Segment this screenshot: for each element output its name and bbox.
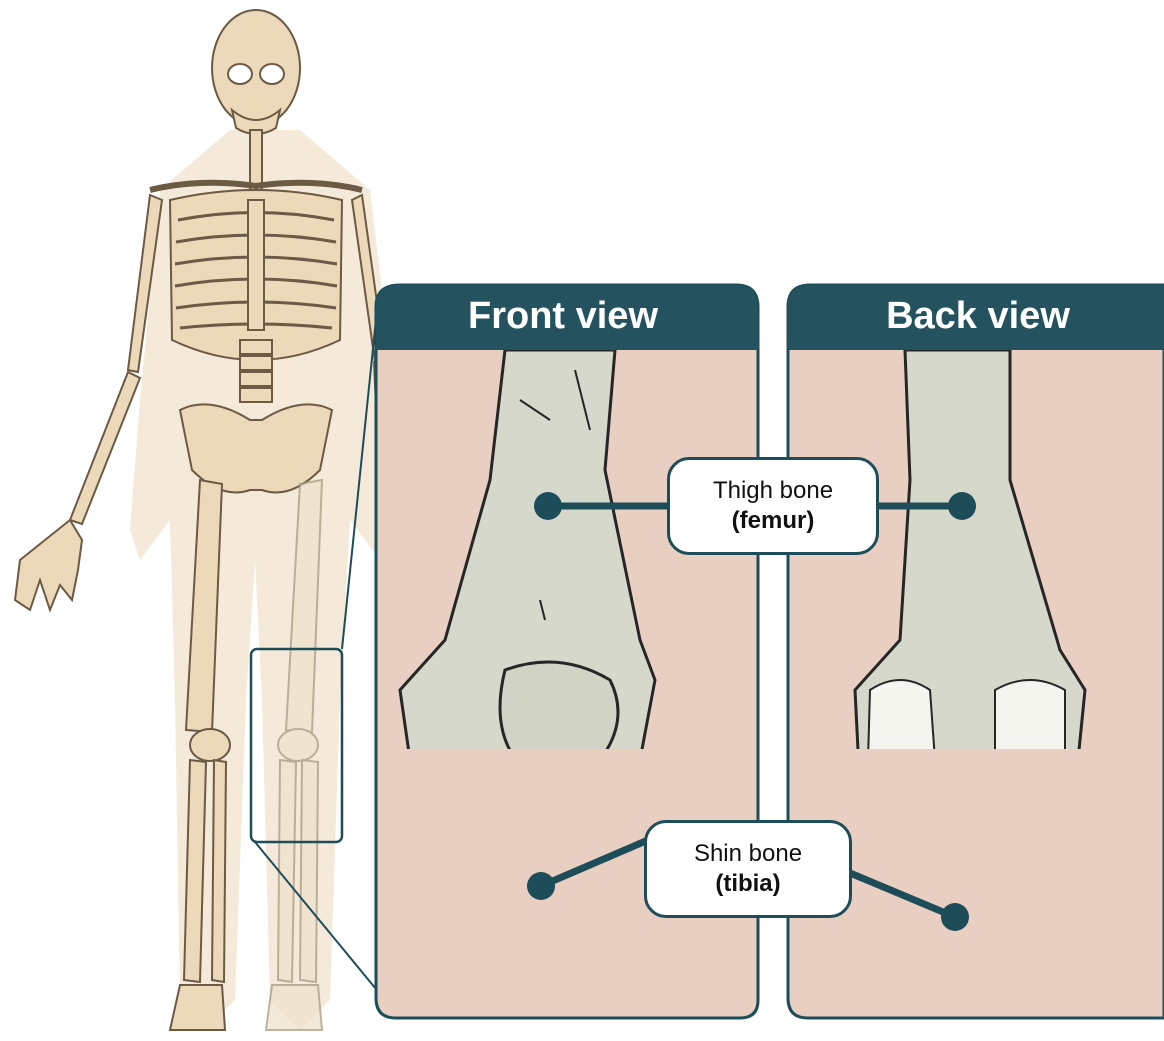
back-femur-marker (948, 492, 976, 520)
back-view-title: Back view (886, 295, 1070, 337)
full-skeleton-figure (15, 10, 395, 1030)
tibia-scientific-name: (tibia) (647, 869, 849, 899)
back-tibia-marker (941, 903, 969, 931)
front-view-title: Front view (468, 295, 658, 337)
femur-common-name: Thigh bone (670, 476, 876, 506)
femur-label: Thigh bone (femur) (667, 457, 879, 555)
femur-scientific-name: (femur) (670, 506, 876, 536)
front-femur-marker (534, 492, 562, 520)
tibia-label: Shin bone (tibia) (644, 820, 852, 918)
front-tibia-marker (527, 872, 555, 900)
tibia-common-name: Shin bone (647, 839, 849, 869)
